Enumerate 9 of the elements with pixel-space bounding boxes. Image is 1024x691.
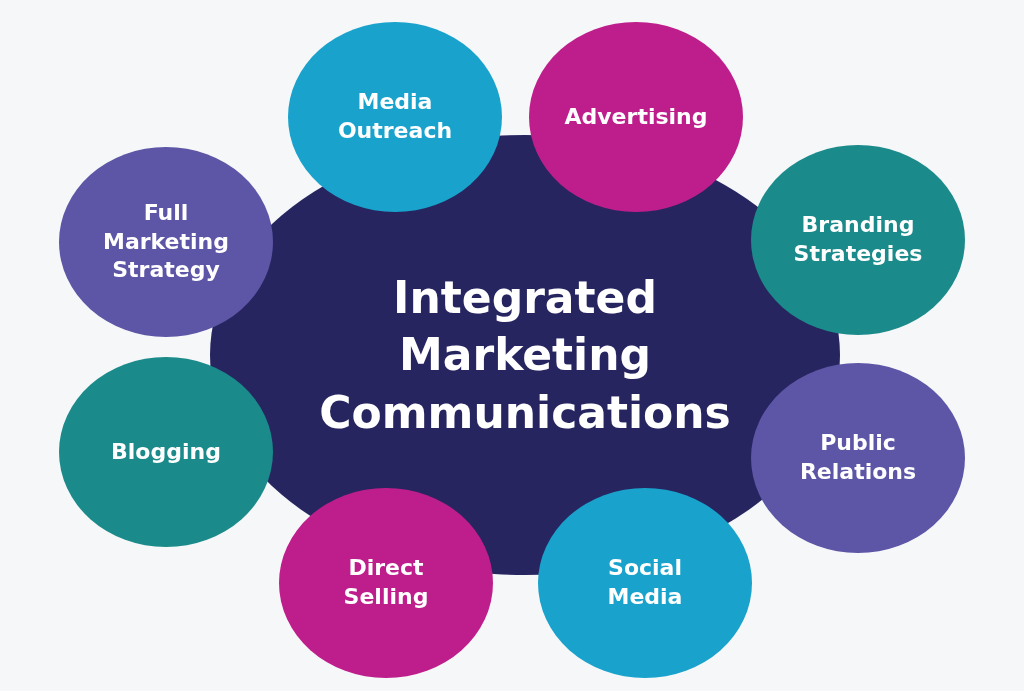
topic-label: Direct Selling	[342, 554, 430, 611]
topic-label: Branding Strategies	[792, 211, 924, 268]
central-title: Integrated Marketing Communications	[318, 271, 732, 440]
topic-label: Social Media	[606, 554, 684, 611]
topic-label: Full Marketing Strategy	[102, 199, 230, 285]
topic-label: Blogging	[111, 437, 221, 466]
topic-label: Media Outreach	[336, 88, 454, 145]
topic-label: Public Relations	[798, 429, 918, 486]
topic-label: Advertising	[564, 102, 708, 131]
